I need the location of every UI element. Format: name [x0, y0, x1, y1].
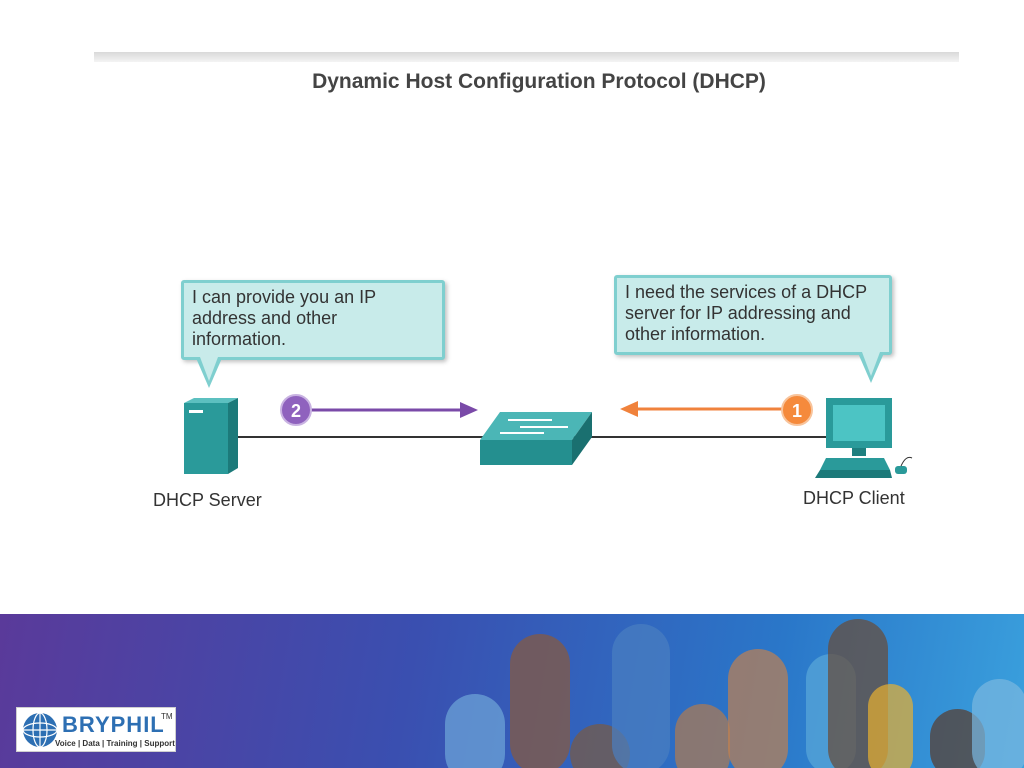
server-bubble-tail — [196, 357, 222, 388]
photo-strip-4 — [612, 624, 670, 768]
photo-strip-11 — [972, 679, 1024, 768]
logo-tagline: Voice | Data | Training | Support — [55, 739, 175, 748]
globe-icon — [22, 712, 58, 748]
client-computer-icon — [815, 398, 913, 478]
photo-strip-5 — [675, 704, 730, 768]
photo-strip-9 — [868, 684, 913, 768]
client-bubble-text: I need the services of a DHCP server for… — [625, 282, 868, 344]
step-1-number: 1 — [792, 401, 802, 421]
photo-strip-1 — [445, 694, 505, 768]
photo-strip-2 — [510, 634, 570, 768]
server-label: DHCP Server — [153, 490, 262, 510]
logo-trademark: TM — [161, 712, 173, 721]
bryphil-logo: BRYPHIL TM Voice | Data | Training | Sup… — [16, 707, 176, 752]
client-bubble-tail — [858, 352, 884, 383]
step-1-badge: 1 — [781, 394, 813, 426]
top-divider-bar — [94, 52, 959, 62]
step-2-badge: 2 — [280, 394, 312, 426]
logo-brand-text: BRYPHIL — [62, 712, 165, 737]
client-speech-bubble: I need the services of a DHCP server for… — [614, 275, 892, 355]
server-bubble-text: I can provide you an IP address and othe… — [192, 287, 377, 349]
client-label: DHCP Client — [803, 488, 905, 508]
step-2-number: 2 — [291, 401, 301, 421]
server-icon — [184, 398, 238, 474]
photo-strip-6 — [728, 649, 788, 768]
switch-icon — [480, 412, 592, 465]
step-1-arrow — [620, 401, 784, 417]
server-speech-bubble: I can provide you an IP address and othe… — [181, 280, 445, 360]
slide-title: Dynamic Host Configuration Protocol (DHC… — [312, 70, 766, 93]
step-2-arrow — [308, 402, 478, 418]
